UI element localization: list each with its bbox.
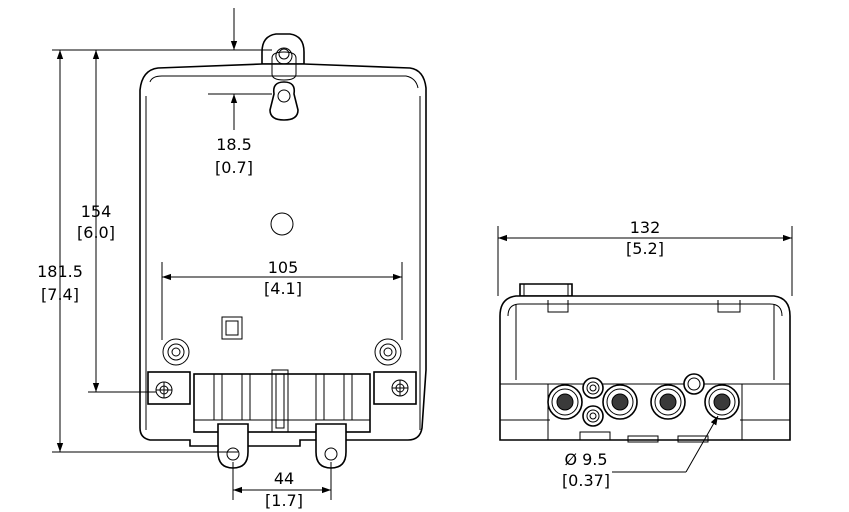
keyhole-lower [269, 81, 299, 121]
port-diameter-inch: [0.37] [562, 471, 610, 490]
side-dimensions [497, 226, 793, 473]
front-housing [139, 63, 427, 447]
depth-value: 132 [630, 218, 661, 237]
hole-offset-inch: [0.7] [215, 158, 253, 177]
terminal-spacing-value: 44 [274, 469, 294, 488]
center-hole [270, 212, 294, 236]
total-height-inch: [7.4] [41, 285, 79, 304]
total-height-value: 181.5 [37, 262, 83, 281]
flange-right [373, 371, 417, 405]
screw-left [162, 338, 190, 366]
front-view [139, 33, 427, 469]
port-small-top [683, 373, 705, 395]
hole-offset-value: 18.5 [216, 135, 252, 154]
mount-height-inch: [6.0] [77, 223, 115, 242]
port-diameter-value: Ø 9.5 [564, 450, 607, 469]
depth-inch: [5.2] [626, 239, 664, 258]
screw-right [374, 338, 402, 366]
port-4 [704, 384, 740, 420]
terminal-lug-left [217, 423, 249, 469]
mount-width-value: 105 [268, 258, 299, 277]
indicator-window [221, 316, 243, 340]
terminal-block [193, 369, 371, 433]
flange-left [147, 371, 191, 405]
side-top-tab [519, 283, 573, 297]
port-1 [547, 384, 583, 420]
terminal-lug-right [315, 423, 347, 469]
side-view [499, 283, 791, 443]
side-housing [499, 295, 791, 441]
keyhole-upper [271, 47, 297, 81]
dimension-labels: 18.5 [0.7] 154 [6.0] 181.5 [7.4] 105 [4.… [37, 135, 664, 510]
port-3 [650, 384, 686, 420]
terminal-spacing-inch: [1.7] [265, 491, 303, 510]
port-small-lower [582, 405, 604, 427]
port-small-upper [582, 377, 604, 399]
mount-width-inch: [4.1] [264, 279, 302, 298]
port-2 [602, 384, 638, 420]
mount-height-value: 154 [81, 202, 112, 221]
front-dimensions [52, 8, 403, 500]
